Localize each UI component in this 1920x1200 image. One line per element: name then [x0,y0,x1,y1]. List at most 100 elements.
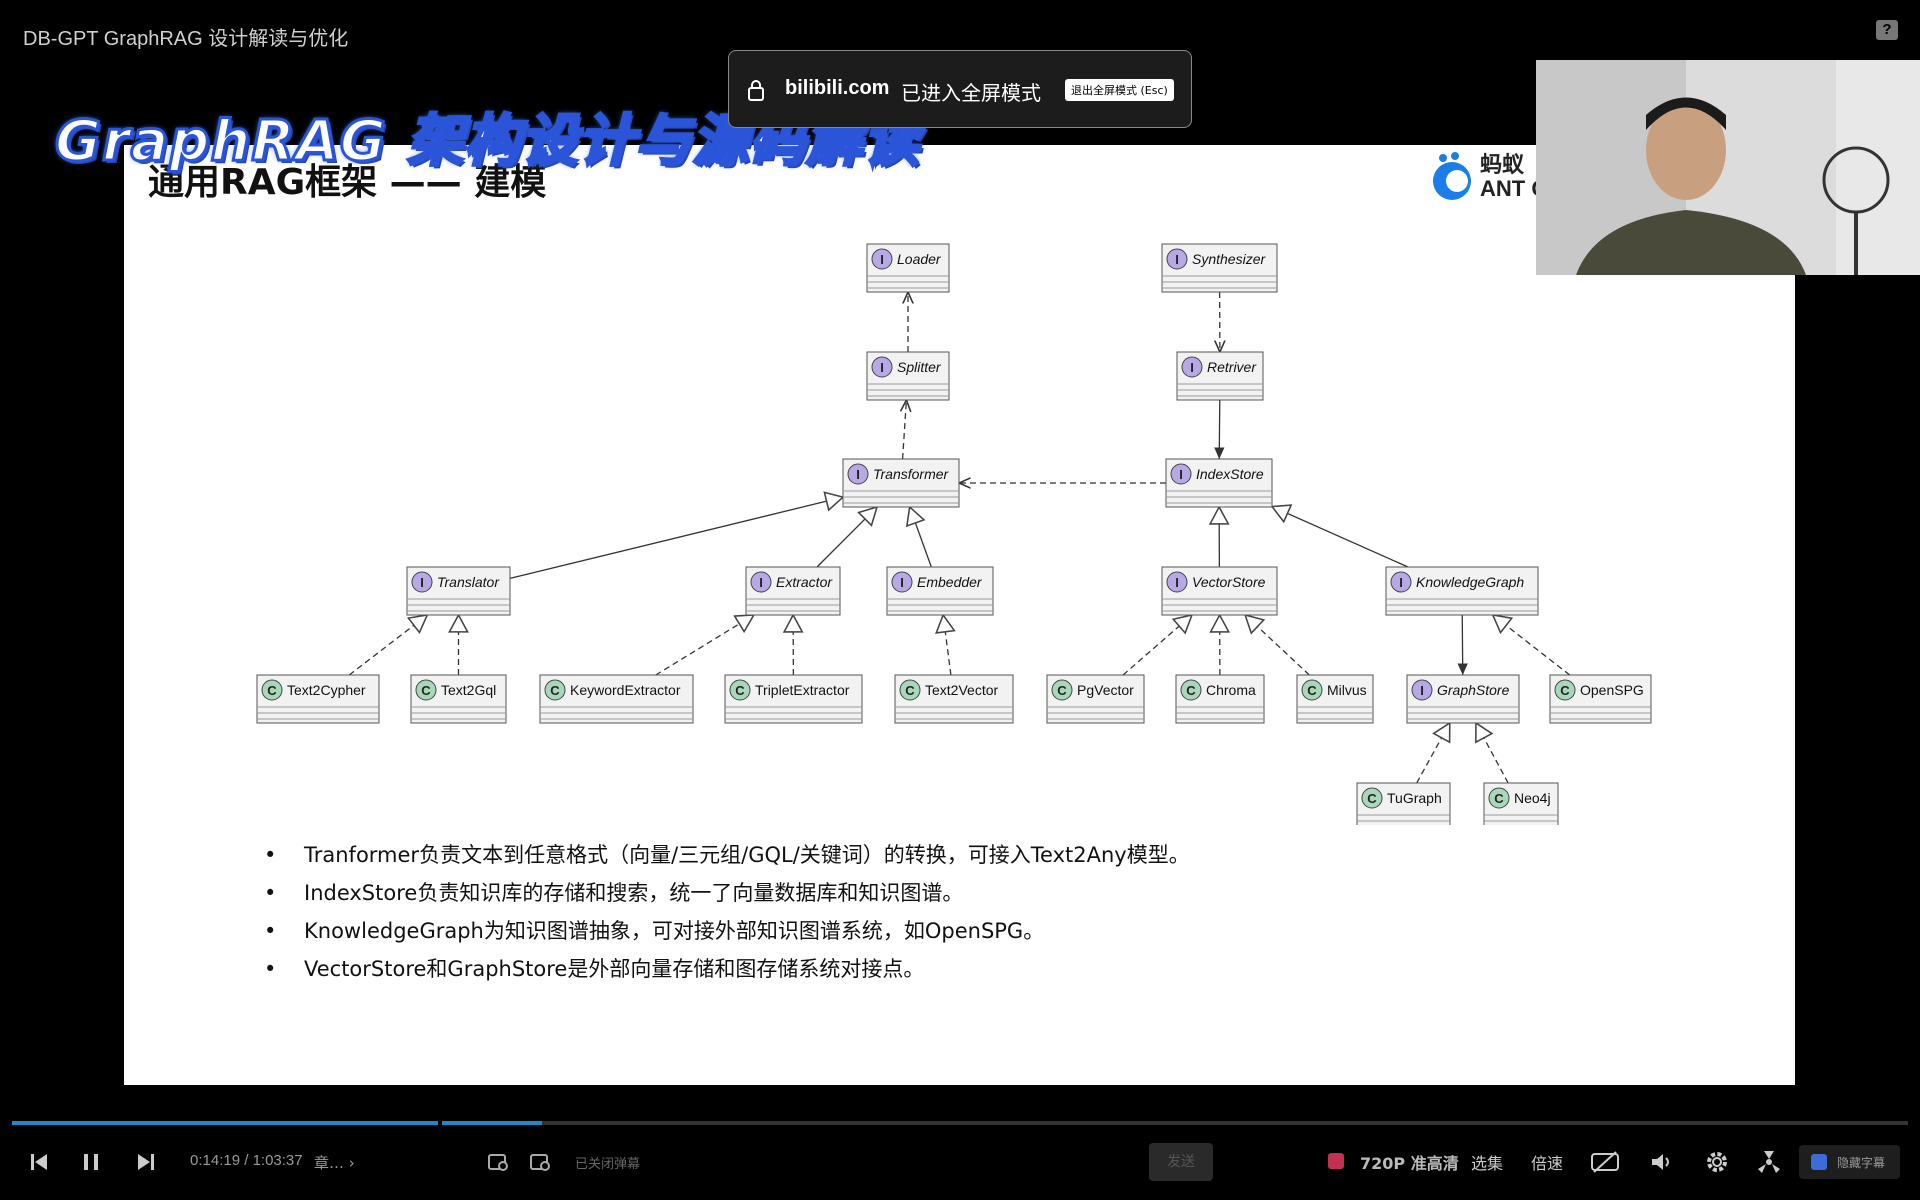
next-icon[interactable] [137,1152,155,1172]
uml-node-graphstore: I GraphStore [1406,674,1520,724]
uml-edge-knowledgegraph-indexstore [1270,504,1409,568]
uml-node-label: OpenSPG [1580,682,1644,698]
presenter-image [1536,60,1920,275]
uml-node-label: Translator [437,574,500,590]
uml-node-label: TuGraph [1387,790,1442,806]
svg-text:C: C [735,683,745,698]
uml-edge-neo4j-graphstore [1475,721,1509,784]
uml-node-label: Milvus [1327,682,1367,698]
class-badge-icon [261,679,283,701]
svg-text:C: C [905,683,915,698]
svg-text:C: C [1494,791,1504,806]
class-badge-icon [1554,679,1576,701]
slide-title: 通用RAG框架 —— 建模 [148,162,547,203]
uml-node-label: GraphStore [1437,682,1510,698]
uml-edge-keywordextractor-extractor [655,614,756,676]
total-time: 1:03:37 [252,1152,303,1169]
uml-node-label: PgVector [1077,682,1134,698]
logo-cn: 蚂蚁 [1480,152,1525,177]
webcam-overlay [1536,60,1920,275]
settings-gear-icon[interactable] [1704,1149,1730,1175]
volume-icon[interactable] [1649,1150,1673,1174]
help-icon[interactable]: ? [1876,20,1898,40]
toast-domain: bilibili.com [785,77,890,99]
svg-text:I: I [1420,683,1424,698]
subtitle-toggle-button[interactable]: 隐藏字幕 [1799,1145,1900,1179]
quality-badge-icon [1328,1153,1344,1169]
uml-edge-transformer-splitter [903,400,907,460]
class-badge-icon [1301,679,1323,701]
speed-button[interactable]: 倍速 [1531,1154,1564,1173]
chapter-label: 章… [314,1154,345,1172]
svg-text:I: I [1399,575,1403,590]
interface-badge-icon [1170,463,1192,485]
interface-badge-icon [871,248,893,270]
time-separator: / [244,1152,249,1169]
previous-icon[interactable] [30,1152,48,1172]
uml-edge-text2cypher-translator [348,613,429,676]
svg-text:I: I [1190,360,1194,375]
uml-edge-text2vector-embedder [935,613,956,676]
danmaku-toggle-icon[interactable] [487,1152,509,1172]
pip-icon[interactable] [1756,1149,1782,1175]
progress-played [12,1121,438,1125]
uml-node-label: Text2Gql [441,682,496,698]
interface-badge-icon [1166,248,1188,270]
chapter-button[interactable]: 章… › [314,1152,355,1173]
interface-badge-icon [871,356,893,378]
uml-node-label: Text2Cypher [287,682,366,698]
time-display: 0:14:19 / 1:03:37 [190,1152,303,1169]
uml-node-tripletextractor: C TripletExtractor [724,674,863,724]
player-controls: 0:14:19 / 1:03:37 章… › 已关闭弹幕 发送 720P 准高清… [0,1140,1920,1190]
class-badge-icon [729,679,751,701]
progress-bar[interactable] [12,1121,1908,1125]
exit-fullscreen-button[interactable]: 退出全屏模式 (Esc) [1065,79,1174,101]
class-badge-icon [415,679,437,701]
interface-badge-icon [411,571,433,593]
uml-node-label: Splitter [897,359,942,375]
class-badge-icon [1488,787,1510,809]
svg-text:C: C [1560,683,1570,698]
uml-node-label: Embedder [917,574,983,590]
interface-badge-icon [891,571,913,593]
interface-badge-icon [1166,571,1188,593]
uml-node-label: VectorStore [1192,574,1266,590]
uml-node-label: TripletExtractor [755,682,850,698]
episodes-button[interactable]: 选集 [1471,1154,1504,1173]
bullet-item: VectorStore和GraphStore是外部向量存储和图存储系统对接点。 [264,954,1190,992]
svg-text:I: I [759,575,763,590]
quality-label: 720P 准高清 [1360,1154,1459,1173]
uml-node-text2gql: C Text2Gql [410,674,507,724]
pause-icon[interactable] [82,1152,100,1172]
danmaku-settings-icon[interactable] [529,1152,551,1172]
uml-node-label: KeywordExtractor [570,682,681,698]
uml-node-neo4j: C Neo4j [1483,782,1559,825]
uml-edge-embedder-transformer [905,505,932,568]
subtitle-off-icon[interactable] [1590,1150,1620,1174]
uml-node-label: Neo4j [1514,790,1551,806]
uml-node-label: Synthesizer [1192,251,1266,267]
svg-text:C: C [421,683,431,698]
subtitle-icon [1811,1154,1827,1170]
uml-node-openspg: C OpenSPG [1549,674,1652,724]
svg-text:C: C [550,683,560,698]
uml-edge-openspg-knowledgegraph [1491,613,1571,676]
chapter-marker [438,1121,442,1125]
danmaku-status[interactable]: 已关闭弹幕 [575,1157,641,1172]
class-badge-icon [1180,679,1202,701]
uml-edge-tugraph-graphstore [1416,721,1451,784]
send-danmaku-button[interactable]: 发送 [1149,1143,1213,1181]
bullet-item: IndexStore负责知识库的存储和搜索，统一了向量数据库和知识图谱。 [264,878,1190,916]
